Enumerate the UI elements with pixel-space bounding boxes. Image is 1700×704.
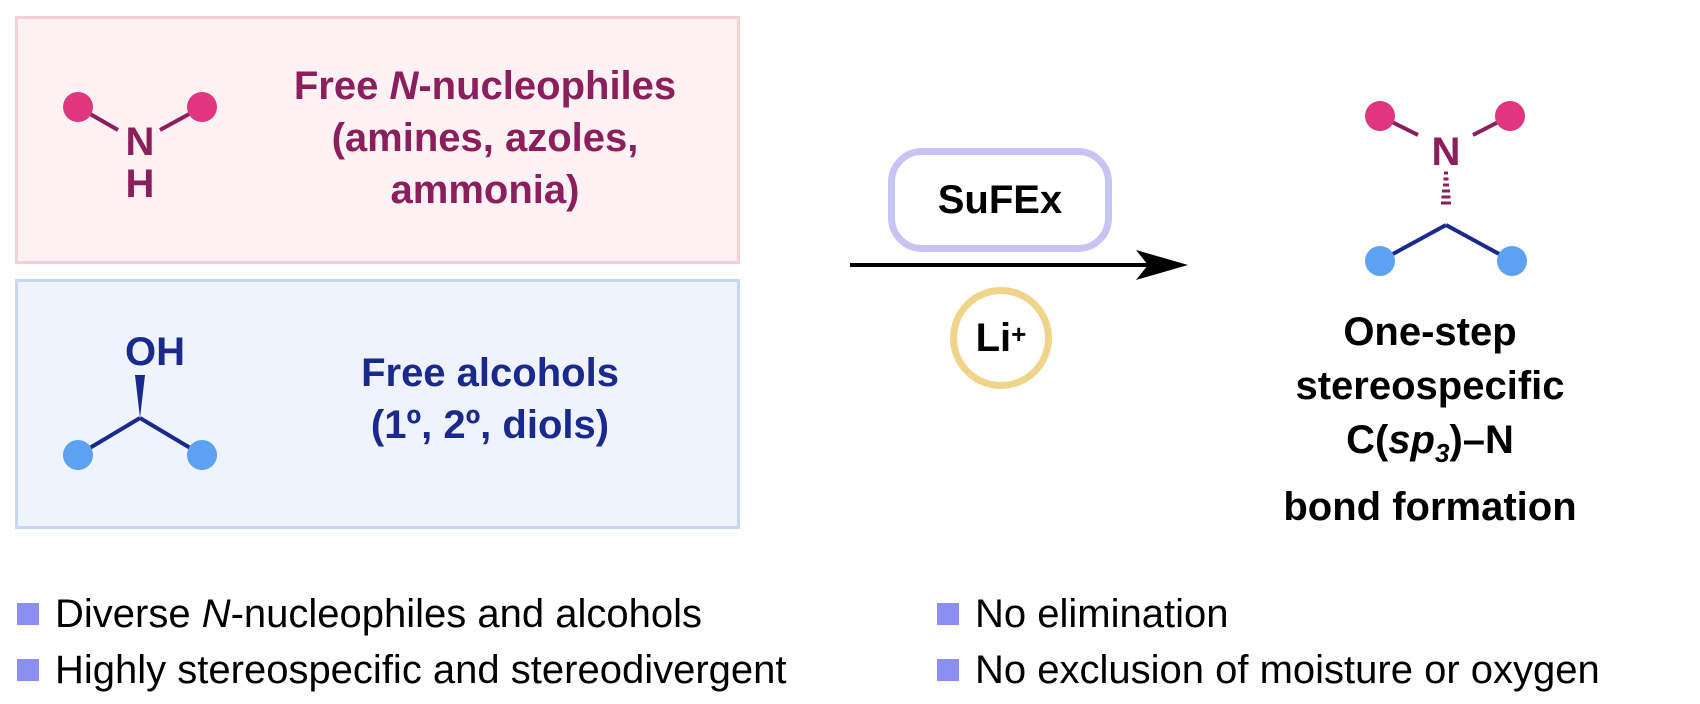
feature-item: No elimination — [937, 586, 1600, 642]
amine-label-line2: (amines, azoles, — [331, 116, 639, 160]
amine-label: Free N-nucleophiles (amines, azoles, amm… — [250, 60, 720, 216]
feature-list-left: Diverse N-nucleophiles and alcohols High… — [17, 586, 787, 698]
product-c-dot-left — [1365, 246, 1395, 276]
bullet-square-icon — [17, 603, 39, 625]
amine-n-atom: N — [126, 120, 155, 164]
product-n-dot-right — [1495, 101, 1525, 131]
amine-label-line3: ammonia) — [390, 168, 580, 212]
amine-h-atom: H — [126, 162, 155, 206]
bullet-square-icon — [937, 603, 959, 625]
amine-structure: N H — [63, 92, 217, 206]
product-n-atom: N — [1432, 130, 1461, 174]
alcohol-label: Free alcohols (1º, 2º, diols) — [300, 347, 680, 451]
bullet-square-icon — [17, 659, 39, 681]
sufex-reagent: SuFEx — [888, 148, 1112, 252]
amine-dot-right — [187, 92, 217, 122]
alcohol-structure: OH — [63, 330, 217, 470]
lithium-charge: + — [1011, 318, 1027, 349]
alcohol-dot-left — [63, 440, 93, 470]
feature-text: No elimination — [975, 591, 1229, 636]
feature-text: Diverse N-nucleophiles and alcohols — [55, 591, 703, 636]
sufex-label: SuFEx — [937, 177, 1063, 222]
alcohol-label-line2: (1º, 2º, diols) — [370, 403, 610, 447]
feature-item: No exclusion of moisture or oxygen — [937, 642, 1600, 698]
alcohol-oh-atom: OH — [125, 330, 185, 374]
product-line2: stereospecific — [1295, 364, 1565, 408]
product-description: One-step stereospecific C(sp3)–N bond fo… — [1240, 305, 1620, 534]
alcohol-label-line1: Free alcohols — [361, 351, 619, 395]
product-line1: One-step — [1343, 310, 1517, 354]
product-structure: N — [1365, 101, 1527, 276]
lithium-label: Li — [975, 315, 1012, 360]
alcohol-dot-right — [187, 440, 217, 470]
amine-label-line1: Free N-nucleophiles — [293, 64, 677, 108]
alcohol-panel — [15, 279, 740, 529]
bullet-square-icon — [937, 659, 959, 681]
feature-list-right: No elimination No exclusion of moisture … — [937, 586, 1600, 698]
product-hashed-bond — [1441, 171, 1451, 205]
product-line4: bond formation — [1283, 485, 1577, 529]
feature-item: Diverse N-nucleophiles and alcohols — [17, 586, 787, 642]
alcohol-wedge-bond — [135, 375, 145, 418]
lithium-additive: Li+ — [950, 287, 1052, 389]
product-line3: C(sp3)–N — [1346, 418, 1514, 468]
reaction-arrow — [850, 250, 1188, 280]
amine-dot-left — [63, 92, 93, 122]
feature-item: Highly stereospecific and stereodivergen… — [17, 642, 787, 698]
feature-text: Highly stereospecific and stereodivergen… — [55, 647, 787, 692]
product-n-dot-left — [1365, 101, 1395, 131]
amine-panel — [15, 16, 740, 264]
product-c-dot-right — [1497, 246, 1527, 276]
feature-text: No exclusion of moisture or oxygen — [975, 647, 1600, 692]
